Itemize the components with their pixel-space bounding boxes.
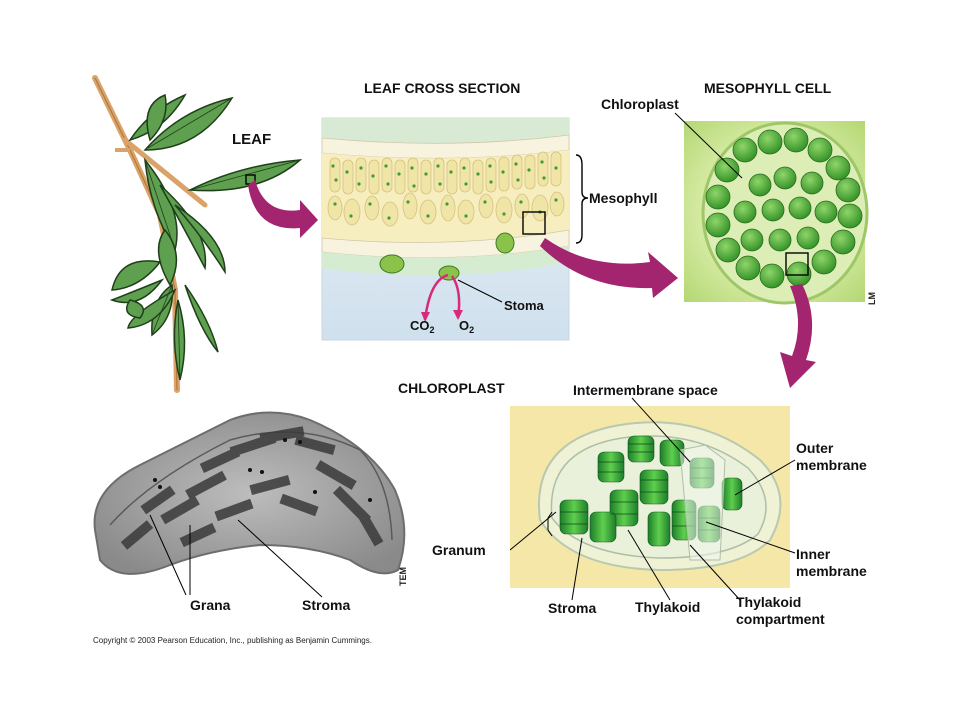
lm-scale-tag: LM <box>867 292 877 305</box>
thylakoid-label: Thylakoid <box>635 599 701 615</box>
leaf-cross-section-title: LEAF CROSS SECTION <box>364 80 521 96</box>
copyright-notice: Copyright © 2003 Pearson Education, Inc.… <box>93 636 372 645</box>
intermembrane-space-label: Intermembrane space <box>573 382 718 398</box>
mesophyll-cell-micrograph <box>674 112 869 305</box>
chloroplast-3d-diagram <box>509 397 796 601</box>
leaf-label: LEAF <box>232 131 272 148</box>
o2-label: O2 <box>459 318 475 335</box>
tem-chloroplast-micrograph <box>93 411 406 598</box>
tem-scale-tag: TEM <box>398 567 408 586</box>
granum-label: Granum <box>432 542 486 558</box>
arrow-cell-to-chloroplast <box>780 284 816 388</box>
arrow-leaf-to-section <box>248 180 318 238</box>
stroma-tem-label: Stroma <box>302 597 351 613</box>
chloroplast-pointer-label: Chloroplast <box>601 96 679 112</box>
stroma-3d-label: Stroma <box>548 600 597 616</box>
stoma-label: Stoma <box>504 298 544 313</box>
mesophyll-cell-title: MESOPHYLL CELL <box>704 80 832 96</box>
arrow-section-to-cell <box>540 238 678 298</box>
chloroplast-title: CHLOROPLAST <box>398 380 505 396</box>
co2-label: CO2 <box>410 318 435 335</box>
leaf-branch-illustration <box>92 75 303 393</box>
grana-label: Grana <box>190 597 231 613</box>
leaf-cross-section-illustration <box>321 117 589 341</box>
mesophyll-label: Mesophyll <box>589 190 658 206</box>
